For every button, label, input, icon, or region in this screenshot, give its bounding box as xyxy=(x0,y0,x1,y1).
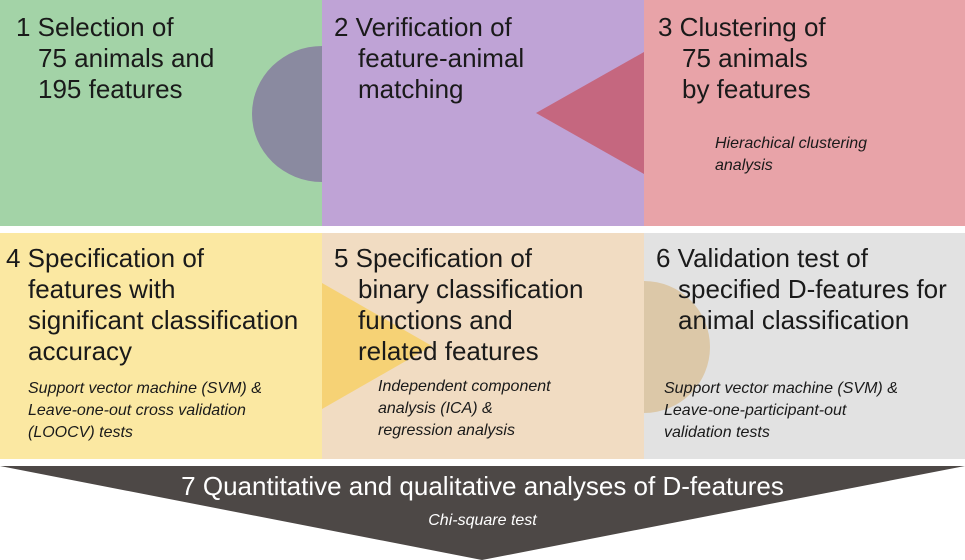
triangle-shape xyxy=(322,283,432,409)
step-4-title-line: accuracy xyxy=(28,336,133,366)
step-4-title-line: 4 Specification of xyxy=(6,243,205,273)
step-5-method: Independent component analysis (ICA) & r… xyxy=(378,376,551,442)
final-step-arrow xyxy=(0,466,965,560)
step-6-panel: 6 Validation test of specified D-feature… xyxy=(644,233,965,459)
final-step-title: 7 Quantitative and qualitative analyses … xyxy=(181,471,784,501)
step-6-title-line: animal classification xyxy=(678,305,910,335)
step-1-title: 1 Selection of 75 animals and 195 featur… xyxy=(16,12,214,105)
step-5-title-line: 5 Specification of xyxy=(334,243,533,273)
step-6-method: Support vector machine (SVM) & Leave-one… xyxy=(664,378,898,444)
step-6-method-line: Leave-one-participant-out xyxy=(664,402,847,419)
step-4-panel: 4 Specification of features with signifi… xyxy=(0,233,322,459)
triangle-shape xyxy=(536,52,644,174)
step-5-title-line: binary classification xyxy=(358,274,584,304)
step-3-panel: 3 Clustering of 75 animals by features H… xyxy=(644,0,965,226)
step-4-title-line: features with xyxy=(28,274,176,304)
half-circle-shape xyxy=(644,281,710,413)
step-1-title-line: 75 animals and xyxy=(38,43,215,73)
step-1-panel: 1 Selection of 75 animals and 195 featur… xyxy=(0,0,322,226)
step-6-method-line: Support vector machine (SVM) & xyxy=(664,380,898,397)
step-1-title-line: 195 features xyxy=(38,74,183,104)
step-2-panel: 2 Verification of feature-animal matchin… xyxy=(322,0,644,226)
half-circle-shape xyxy=(252,46,322,182)
step-2-title-line: matching xyxy=(358,74,464,104)
step-5-method-line: analysis (ICA) & xyxy=(378,400,493,417)
step-3-title: 3 Clustering of 75 animals by features xyxy=(658,12,826,105)
step-4-method: Support vector machine (SVM) & Leave-one… xyxy=(28,378,262,444)
step-4-method-line: Support vector machine (SVM) & xyxy=(28,380,262,397)
step-6-title-line: specified D-features for xyxy=(678,274,947,304)
step-3-title-line: 3 Clustering of xyxy=(658,12,826,42)
step-6-method-line: validation tests xyxy=(664,424,770,441)
step-2-title: 2 Verification of feature-animal matchin… xyxy=(334,12,524,105)
step-6-title: 6 Validation test of specified D-feature… xyxy=(656,243,947,336)
step-3-method-line: analysis xyxy=(715,157,773,174)
step-5-title-line: related features xyxy=(358,336,539,366)
step-5-title-line: functions and xyxy=(358,305,513,335)
step-3-title-line: by features xyxy=(682,74,811,104)
step-4-method-line: (LOOCV) tests xyxy=(28,424,133,441)
step-3-method-line: Hierachical clustering xyxy=(715,135,868,152)
step-5-method-line: regression analysis xyxy=(378,422,515,439)
final-step-method: Chi-square test xyxy=(428,512,537,529)
step-4-title: 4 Specification of features with signifi… xyxy=(6,243,298,367)
step-5-method-line: Independent component xyxy=(378,378,551,395)
step-2-title-line: 2 Verification of xyxy=(334,12,512,42)
step-2-title-line: feature-animal xyxy=(358,43,525,73)
step-1-title-line: 1 Selection of xyxy=(16,12,174,42)
step-4-method-line: Leave-one-out cross validation xyxy=(28,402,246,419)
step-4-title-line: significant classification xyxy=(28,305,299,335)
step-3-title-line: 75 animals xyxy=(682,43,808,73)
step-5-title: 5 Specification of binary classification… xyxy=(334,243,583,367)
step-3-method: Hierachical clustering analysis xyxy=(715,133,867,177)
step-6-title-line: 6 Validation test of xyxy=(656,243,868,273)
step-5-panel: 5 Specification of binary classification… xyxy=(322,233,644,459)
